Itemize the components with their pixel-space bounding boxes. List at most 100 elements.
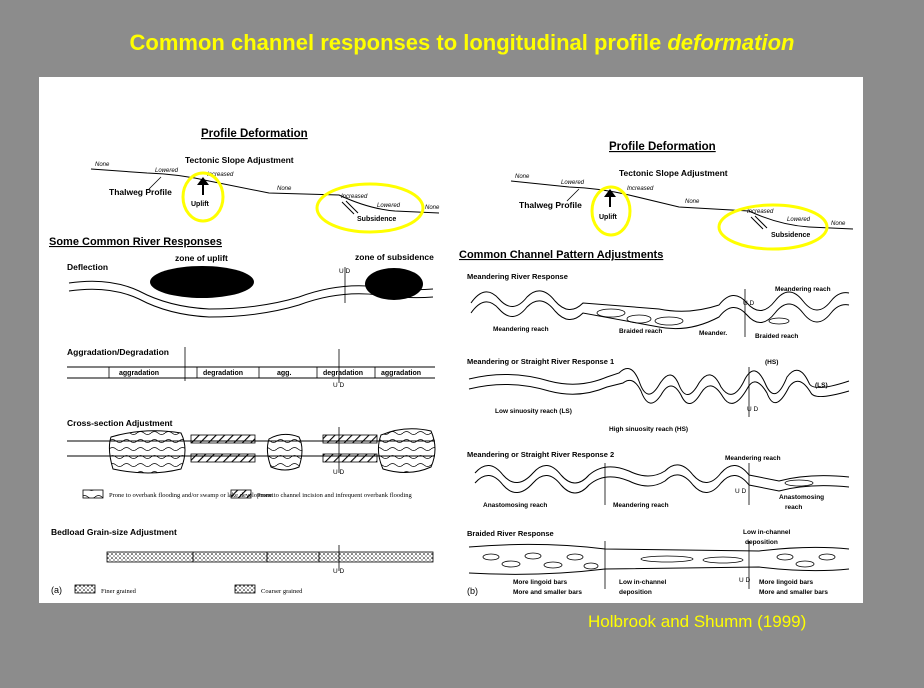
right-pattern-title: Common Channel Pattern Adjustments	[459, 249, 663, 261]
left-seg-aggradation-1: aggradation	[119, 370, 159, 377]
left-lowered-label-2: Lowered	[377, 203, 401, 209]
right-ms2-ud: U D	[735, 488, 747, 495]
left-none-label-3: None	[425, 205, 440, 211]
right-increased-label: Increased	[627, 186, 654, 192]
left-bedload-bar	[106, 551, 434, 563]
left-legend-incision-text: Prone to channel incision and infrequent…	[257, 492, 412, 499]
right-bar-7	[640, 555, 694, 563]
right-bar-2	[501, 560, 521, 568]
right-ms2-channel-lower	[474, 474, 850, 494]
right-hs-label: (HS)	[765, 359, 778, 366]
right-bar-8	[702, 556, 744, 564]
right-more-smaller-l: More and smaller bars	[513, 589, 582, 596]
left-subsidence-arrow-2	[345, 200, 359, 214]
right-more-bars-r: More lingoid bars	[759, 579, 814, 586]
right-bar-9	[776, 553, 794, 561]
left-seg-degradation-2: degradation	[323, 370, 363, 377]
slide-title-emphasis: deformation	[667, 30, 795, 55]
figure-svg: Profile Deformation Tectonic Slope Adjus…	[49, 128, 854, 596]
left-legend-coarser-text: Coarser grained	[261, 588, 303, 595]
right-ms1-section: Meandering or Straight River Response 1 …	[467, 357, 850, 433]
left-legend-incision-swatch	[230, 489, 252, 499]
left-uplift-zone-shape	[150, 266, 254, 298]
left-increased-label-2: Increased	[341, 194, 368, 200]
left-zone-uplift-label: zone of uplift	[175, 253, 228, 263]
right-ls-label: (LS)	[815, 382, 828, 389]
right-profile-diagram: Profile Deformation Tectonic Slope Adjus…	[510, 141, 854, 251]
right-uplift-highlight	[590, 185, 632, 237]
right-none-label-2: None	[685, 199, 700, 205]
right-anast-island	[784, 479, 814, 487]
right-bar-5	[566, 553, 584, 561]
right-ms2-title: Meandering or Straight River Response 2	[467, 450, 614, 459]
right-thalweg-line	[510, 180, 854, 230]
right-none-label-3: None	[831, 221, 846, 227]
left-overbank-blob-2	[266, 433, 303, 471]
right-braid-bar-4	[768, 317, 790, 325]
right-meander-reach-label-r: Meandering reach	[775, 286, 831, 293]
right-braided-resp-title: Braided River Response	[467, 529, 554, 538]
right-meander-ud: U D	[743, 300, 755, 307]
right-low-inch-label: Low in-channel	[743, 529, 791, 536]
right-bar-3	[524, 552, 542, 560]
right-increased-label-2: Increased	[747, 209, 774, 215]
right-low-sin-label: Low sinuosity reach (LS)	[495, 408, 572, 415]
left-none-label-2: None	[277, 186, 292, 192]
left-legend-overbank-text: Prone to overbank flooding and/or swamp …	[109, 492, 273, 499]
left-legend-coarser-swatch	[234, 584, 256, 594]
left-seg-agg: agg.	[277, 370, 291, 377]
left-subsidence-arrow-1	[341, 201, 355, 215]
right-panel-label: (b)	[467, 586, 478, 596]
left-bedload-ud: U D	[333, 568, 345, 575]
left-legend-finer-swatch	[74, 584, 96, 594]
right-meander-abbr-label: Meander.	[699, 330, 727, 337]
left-seg-aggradation-2: aggradation	[381, 370, 421, 377]
right-ms2-meander-label-2: Meandering reach	[613, 502, 669, 509]
left-overbank-blob-3	[377, 428, 436, 473]
right-meander-resp-title: Meandering River Response	[467, 272, 568, 281]
right-braid-bar-2	[626, 314, 652, 324]
right-more-smaller-r: More and smaller bars	[759, 589, 828, 596]
right-uplift-label: Uplift	[599, 214, 618, 221]
left-uplift-highlight	[181, 171, 225, 223]
right-braid-bar-3	[654, 316, 684, 326]
right-lowered-label: Lowered	[561, 180, 585, 186]
left-profile-diagram: Profile Deformation Tectonic Slope Adjus…	[90, 128, 440, 234]
right-deposition-label: deposition	[745, 539, 778, 546]
right-anast-label-r1: Anastomosing	[779, 494, 824, 501]
right-lowered-label-2: Lowered	[787, 217, 811, 223]
right-uplift-arrow	[604, 189, 616, 207]
right-thalweg-label: Thalweg Profile	[519, 200, 582, 210]
left-cross-title: Cross-section Adjustment	[67, 418, 173, 428]
right-subsidence-label: Subsidence	[771, 232, 810, 239]
left-legend-overbank-swatch	[82, 489, 104, 499]
left-bedload-section: Bedload Grain-size Adjustment U D (a) Fi…	[51, 527, 434, 595]
right-anast-label-l: Anastomosing reach	[483, 502, 547, 509]
left-incision-block-2a	[322, 434, 378, 444]
right-none-label-1: None	[515, 174, 530, 180]
left-aggdeg-ud: U D	[333, 382, 345, 389]
left-lowered-label: Lowered	[155, 168, 179, 174]
left-aggdeg-title: Aggradation/Degradation	[67, 347, 169, 357]
right-braided-ud: U D	[739, 577, 751, 584]
left-overbank-blob-1	[108, 430, 186, 474]
citation: Holbrook and Shumm (1999)	[588, 612, 807, 631]
left-thalweg-pointer	[148, 176, 162, 190]
left-uplift-arrow	[197, 177, 209, 195]
right-meandering-section: Common Channel Pattern Adjustments Meand…	[459, 249, 850, 340]
right-braid-bar-1	[596, 308, 626, 318]
right-anast-label-r2: reach	[785, 504, 802, 511]
left-uplift-label: Uplift	[191, 201, 210, 208]
right-braided-reach-label: Braided reach	[619, 328, 662, 335]
right-ms1-ud: U D	[747, 406, 759, 413]
right-more-bars-l: More lingoid bars	[513, 579, 568, 586]
slide-title: Common channel responses to longitudinal…	[0, 30, 924, 56]
left-cross-section: Cross-section Adjustment U D Prone to ov…	[67, 418, 436, 499]
left-aggradation-section: Aggradation/Degradation aggradation degr…	[67, 347, 435, 389]
left-legend-finer-text: Finer grained	[101, 588, 137, 595]
left-deflection-label: Deflection	[67, 262, 108, 272]
left-incision-block-1a	[190, 434, 256, 444]
right-low-inch-label-2: Low in-channel	[619, 579, 667, 586]
slide-title-main: Common channel responses to longitudinal…	[129, 30, 668, 55]
left-profile-title: Profile Deformation	[201, 128, 308, 140]
